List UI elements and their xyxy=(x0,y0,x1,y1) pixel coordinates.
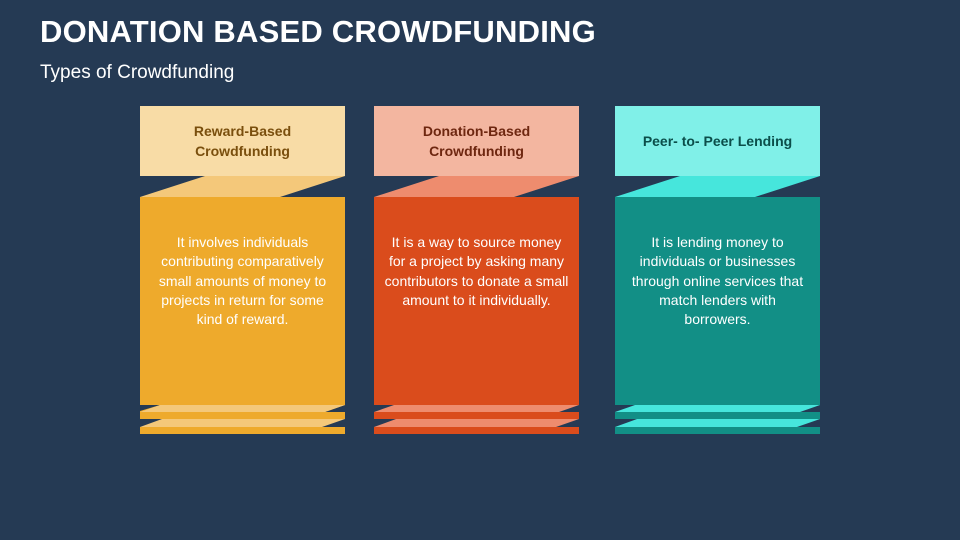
card-shape xyxy=(374,106,579,434)
card-shape xyxy=(140,106,345,434)
card-description: It is lending money to individuals or bu… xyxy=(631,234,804,328)
card-heading: Peer- to- Peer Lending xyxy=(642,133,793,149)
card-shape xyxy=(615,106,820,434)
card-heading: Reward-Based Crowdfunding xyxy=(193,123,292,159)
slide-title: DONATION BASED CROWDFUNDING xyxy=(40,14,596,49)
card-reward-based: Reward-Based Crowdfunding It involves in… xyxy=(140,106,345,434)
card-description: It involves individuals contributing com… xyxy=(158,234,327,328)
card-description: It is a way to source money for a projec… xyxy=(384,234,569,308)
card-donation-based: Donation-Based Crowdfunding It is a way … xyxy=(374,106,579,434)
card-peer-to-peer-lending: Peer- to- Peer Lending It is lending mon… xyxy=(615,106,820,434)
card-heading: Donation-Based Crowdfunding xyxy=(422,123,531,159)
slide-subtitle: Types of Crowdfunding xyxy=(40,62,235,83)
